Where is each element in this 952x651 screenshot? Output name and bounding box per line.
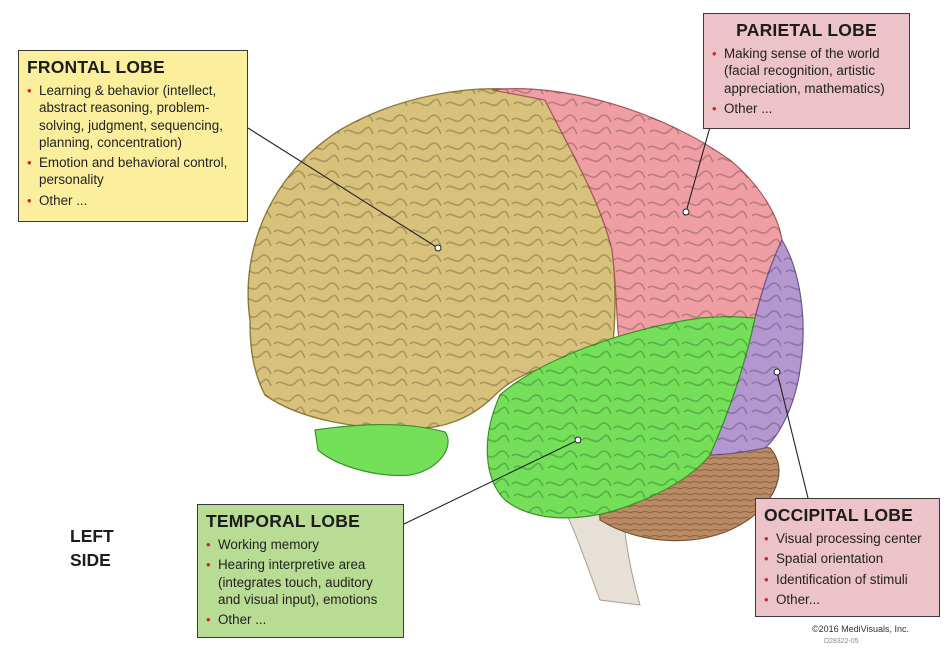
- list-item: •Other ...: [206, 612, 267, 628]
- bullet-icon: •: [764, 591, 769, 607]
- parietal-lobe-title: PARIETAL LOBE: [736, 20, 877, 40]
- occipital-lobe-title: OCCIPITAL LOBE: [764, 505, 913, 525]
- frontal-lobe-title: FRONTAL LOBE: [27, 57, 165, 77]
- bullet-icon: •: [27, 192, 32, 208]
- image-code: D28322-05: [824, 638, 859, 645]
- bullet-icon: •: [27, 83, 32, 98]
- list-item: •Making sense of the world (facial recog…: [712, 46, 885, 96]
- bullet-icon: •: [764, 551, 769, 567]
- occipital-lobe-callout: OCCIPITAL LOBE •Visual processing center…: [755, 498, 940, 617]
- orbital-region: [314, 424, 449, 477]
- occipital-leader: [776, 371, 809, 499]
- list-item: •Other...: [764, 591, 820, 607]
- side-label-line: SIDE: [70, 550, 111, 570]
- bullet-icon: •: [764, 531, 769, 546]
- bullet-icon: •: [27, 155, 32, 171]
- list-item: •Spatial orientation: [764, 551, 884, 567]
- temporal-leader: [403, 439, 579, 525]
- bullet-icon: •: [206, 557, 211, 573]
- side-label: LEFT SIDE: [70, 524, 114, 572]
- leader-dots: [434, 208, 781, 444]
- frontal-leader: [247, 127, 439, 249]
- frontal-lobe-callout: FRONTAL LOBE •Learning & behavior (intel…: [18, 50, 248, 222]
- leader-lines: [247, 119, 809, 525]
- bullet-icon: •: [206, 612, 211, 628]
- list-item: •Identification of stimuli: [764, 571, 908, 587]
- list-item: •Other ...: [27, 192, 88, 208]
- temporal-lobe-callout: TEMPORAL LOBE •Working memory •Hearing i…: [197, 504, 404, 638]
- frontal-lobe-list: •Learning & behavior (intellect, abstrac…: [27, 82, 239, 209]
- parietal-leader: [685, 119, 713, 213]
- frontal-lobe: [247, 88, 616, 429]
- list-item: •Hearing interpretive area (integrates t…: [206, 557, 378, 607]
- temporal-lobe-title: TEMPORAL LOBE: [206, 511, 360, 531]
- list-item: •Working memory: [206, 537, 319, 552]
- copyright-notice: ©2016 MediVisuals, Inc.: [812, 624, 910, 634]
- bullet-icon: •: [712, 46, 717, 61]
- parietal-lobe-callout: PARIETAL LOBE •Making sense of the world…: [703, 13, 910, 129]
- list-item: •Learning & behavior (intellect, abstrac…: [27, 83, 223, 150]
- list-item: •Other ...: [712, 100, 773, 116]
- bullet-icon: •: [764, 571, 769, 587]
- list-item: •Emotion and behavioral control, persona…: [27, 155, 228, 188]
- side-label-line: LEFT: [70, 526, 114, 546]
- occipital-lobe: [709, 238, 804, 456]
- bullet-icon: •: [712, 100, 717, 116]
- parietal-lobe-list: •Making sense of the world (facial recog…: [712, 45, 901, 117]
- temporal-lobe-list: •Working memory •Hearing interpretive ar…: [206, 536, 395, 628]
- list-item: •Visual processing center: [764, 531, 922, 546]
- occipital-lobe-list: •Visual processing center •Spatial orien…: [764, 530, 931, 608]
- bullet-icon: •: [206, 537, 211, 552]
- temporal-lobe: [486, 316, 756, 519]
